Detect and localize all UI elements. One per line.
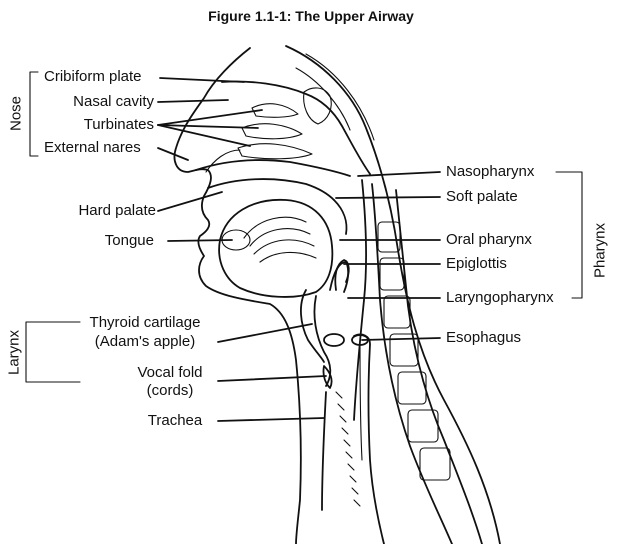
- group-label-nose: Nose: [7, 95, 25, 132]
- vertebra-3: [383, 295, 411, 329]
- tongue-muscle-lines: [243, 216, 317, 263]
- nasal-septum-detail: [205, 149, 241, 173]
- trachea-front-wall: [321, 391, 327, 511]
- spine-front-line: [371, 183, 453, 544]
- label-esophagus: Esophagus: [446, 329, 522, 346]
- posterior-pharynx-wall: [353, 179, 368, 421]
- label-external-nares: External nares: [44, 139, 141, 156]
- label-soft-palate: Soft palate: [446, 188, 518, 205]
- label-laryngopharynx: Laryngopharynx: [446, 289, 554, 306]
- label-vocal-fold-cords: (cords): [146, 382, 194, 399]
- vertebra-6: [407, 409, 439, 443]
- group-label-larynx: Larynx: [5, 329, 23, 376]
- leader-cribiform-plate: [159, 77, 245, 83]
- head-profile-outline: [173, 47, 302, 544]
- trachea-rings: [335, 391, 361, 507]
- leader-turbinates-3: [157, 124, 251, 147]
- figure-title: Figure 1.1-1: The Upper Airway: [208, 8, 414, 24]
- leader-nasal-cavity: [157, 99, 229, 103]
- esophagus-inner: [359, 343, 363, 461]
- leader-esophagus: [361, 337, 441, 341]
- larynx-front-outline: [313, 295, 332, 387]
- turbinate-upper: [251, 103, 299, 118]
- label-oral-pharynx: Oral pharynx: [446, 231, 532, 248]
- vertebra-2: [379, 257, 405, 291]
- vertebra-4: [389, 333, 419, 367]
- label-nasal-cavity: Nasal cavity: [73, 93, 154, 110]
- turbinate-middle: [241, 123, 303, 140]
- label-tongue: Tongue: [104, 232, 154, 249]
- vertebra-1: [377, 221, 401, 253]
- skull-base-line: [221, 80, 371, 175]
- label-thyroid-cartilage: Thyroid cartilage: [89, 314, 201, 331]
- label-nasopharynx: Nasopharynx: [446, 163, 535, 180]
- epiglottis-shape: [334, 259, 350, 291]
- nose-bracket: [29, 71, 39, 157]
- sinus-outline: [303, 87, 332, 125]
- turbinate-lower: [237, 143, 313, 160]
- anterior-pharynx-wall: [329, 261, 350, 293]
- leader-hard-palate: [157, 191, 223, 212]
- nasal-floor-line: [195, 159, 351, 177]
- label-cribiform-plate: Cribiform plate: [44, 68, 142, 85]
- hyoid-detail: [323, 333, 345, 347]
- skull-back-curve: [295, 67, 351, 131]
- vocal-fold-shape: [322, 365, 333, 389]
- leader-turbinates-1: [157, 109, 263, 126]
- leader-tongue: [167, 239, 233, 242]
- label-turbinates: Turbinates: [83, 116, 154, 133]
- vertebra-5: [397, 371, 427, 405]
- pharynx-bracket: [555, 171, 583, 299]
- leader-external-nares: [157, 147, 189, 161]
- hard-palate-line: [207, 178, 335, 201]
- leader-nasopharynx: [357, 171, 441, 177]
- leader-thyroid-cartilage: [217, 323, 313, 343]
- vertebra-7: [419, 447, 451, 481]
- label-vocal-fold: Vocal fold: [137, 364, 203, 381]
- label-adams-apple: (Adam's apple): [94, 333, 196, 350]
- tongue-outline: [218, 199, 334, 298]
- leader-turbinates-2: [157, 124, 259, 129]
- spine-back-line: [395, 189, 483, 544]
- leader-soft-palate: [335, 196, 441, 199]
- label-hard-palate: Hard palate: [78, 202, 156, 219]
- larynx-bracket: [25, 321, 81, 383]
- back-of-head-outline: [285, 45, 501, 544]
- label-trachea: Trachea: [147, 412, 203, 429]
- leader-vocal-fold: [217, 375, 327, 382]
- group-label-pharynx: Pharynx: [591, 222, 609, 279]
- label-epiglottis: Epiglottis: [446, 255, 507, 272]
- soft-palate-line: [333, 199, 348, 235]
- leader-trachea: [217, 417, 325, 422]
- brain-curve: [305, 53, 375, 141]
- thyroid-cartilage-shape: [300, 289, 325, 363]
